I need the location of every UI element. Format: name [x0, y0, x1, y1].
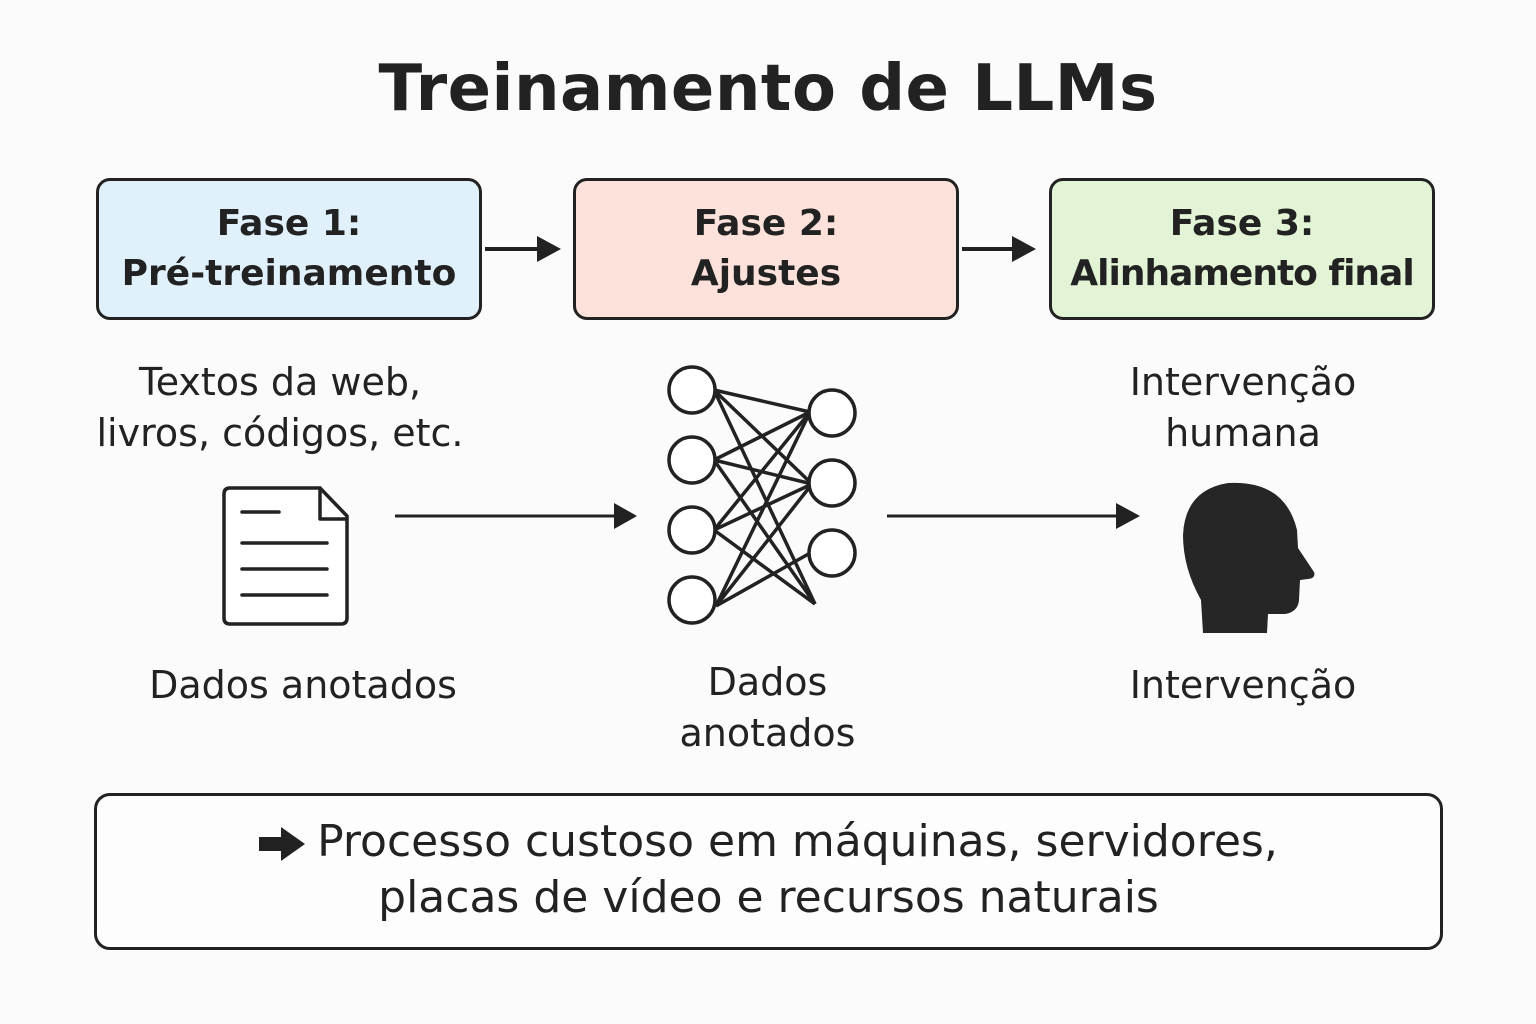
phase-1-box: Fase 1: Pré-treinamento — [96, 178, 482, 320]
cost-note-line-1: Processo custoso em máquinas, servidores… — [97, 814, 1440, 870]
pretraining-sources-label: Textos da web, livros, códigos, etc. — [70, 357, 490, 459]
input-node — [667, 435, 717, 485]
column1-bottom-label: Dados anotados — [149, 663, 457, 707]
input-node — [667, 575, 717, 625]
intervention-line-2: humana — [1165, 411, 1321, 455]
output-node — [807, 528, 857, 578]
phase-1-number: Fase 1: — [216, 203, 362, 244]
cost-note-line-2: placas de vídeo e recursos naturais — [378, 872, 1159, 923]
human-head-icon — [1183, 482, 1315, 633]
phase-3-name: Alinhamento final — [1070, 253, 1414, 294]
phase-3-box: Fase 3: Alinhamento final — [1049, 178, 1435, 320]
intervention-line-1: Intervenção — [1129, 360, 1357, 404]
arrow-right-icon — [259, 827, 306, 861]
annotated-data-line-1: Dados — [707, 660, 828, 704]
phase-2-name: Ajustes — [690, 253, 842, 294]
arrow-phase1-to-phase2 — [485, 236, 561, 262]
column3-bottom-label: Intervenção — [1129, 663, 1357, 707]
arrow-phase2-to-phase3 — [962, 236, 1036, 262]
cost-note-box: Processo custoso em máquinas, servidores… — [94, 793, 1443, 950]
output-node — [807, 388, 857, 438]
sources-line-1: Textos da web, — [138, 360, 422, 404]
output-node — [807, 458, 857, 508]
phase-1-name: Pré-treinamento — [121, 253, 457, 294]
sources-line-2: livros, códigos, etc. — [96, 411, 464, 455]
phase-2-box: Fase 2: Ajustes — [573, 178, 959, 320]
column2-bottom-label: Dados anotados — [600, 657, 935, 759]
annotated-data-line-2: anotados — [679, 711, 856, 755]
input-node — [667, 505, 717, 555]
network-connections — [712, 388, 817, 608]
cost-note-line-1-text: Processo custoso em máquinas, servidores… — [317, 816, 1278, 867]
input-node — [667, 365, 717, 415]
neural-network-icon — [667, 365, 857, 625]
arrow-document-to-network — [395, 503, 637, 529]
cost-note-text: Processo custoso em máquinas, servidores… — [97, 814, 1440, 926]
phase-2-number: Fase 2: — [693, 203, 839, 244]
phase-3-number: Fase 3: — [1169, 203, 1315, 244]
arrow-network-to-human — [887, 503, 1140, 529]
diagram-title: Treinamento de LLMs — [378, 52, 1158, 126]
document-icon — [222, 486, 349, 626]
human-intervention-label: Intervenção humana — [1080, 357, 1406, 459]
